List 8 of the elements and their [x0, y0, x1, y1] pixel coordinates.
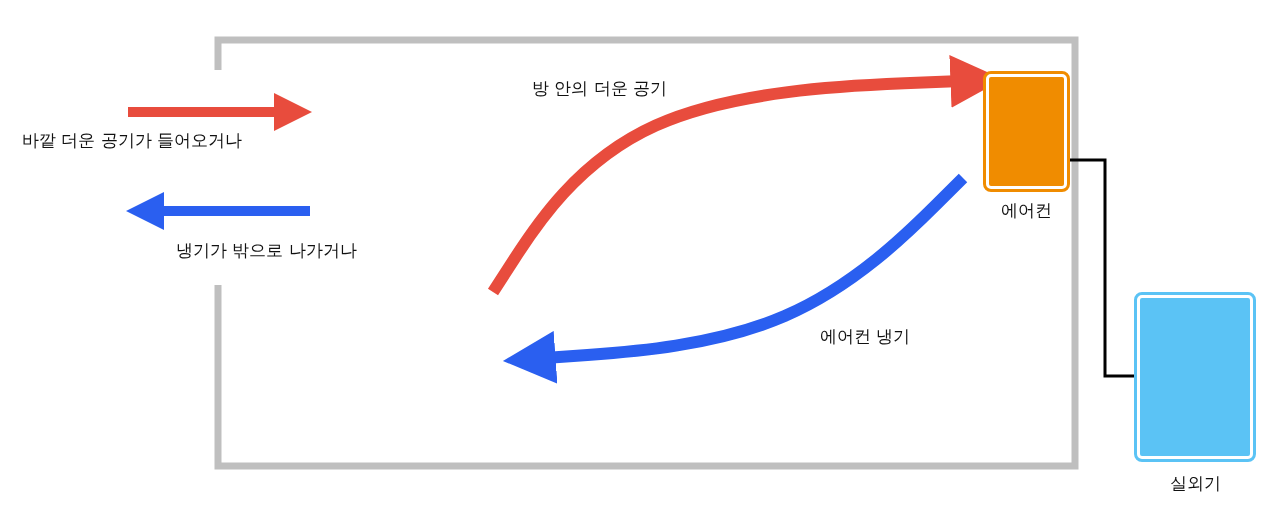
arrow-caption: 냉기가 밖으로 나가거나 — [176, 240, 357, 261]
arrow-caption: 바깥 더운 공기가 들어오거나 — [22, 130, 243, 151]
curved-arrow — [502, 173, 968, 384]
outdoor-unit-box — [1134, 292, 1256, 462]
unit-label: 에어컨 — [1000, 200, 1052, 221]
air-conditioner-box — [983, 71, 1070, 192]
unit-label: 실외기 — [1169, 473, 1221, 494]
connector-line — [1070, 158, 1134, 378]
